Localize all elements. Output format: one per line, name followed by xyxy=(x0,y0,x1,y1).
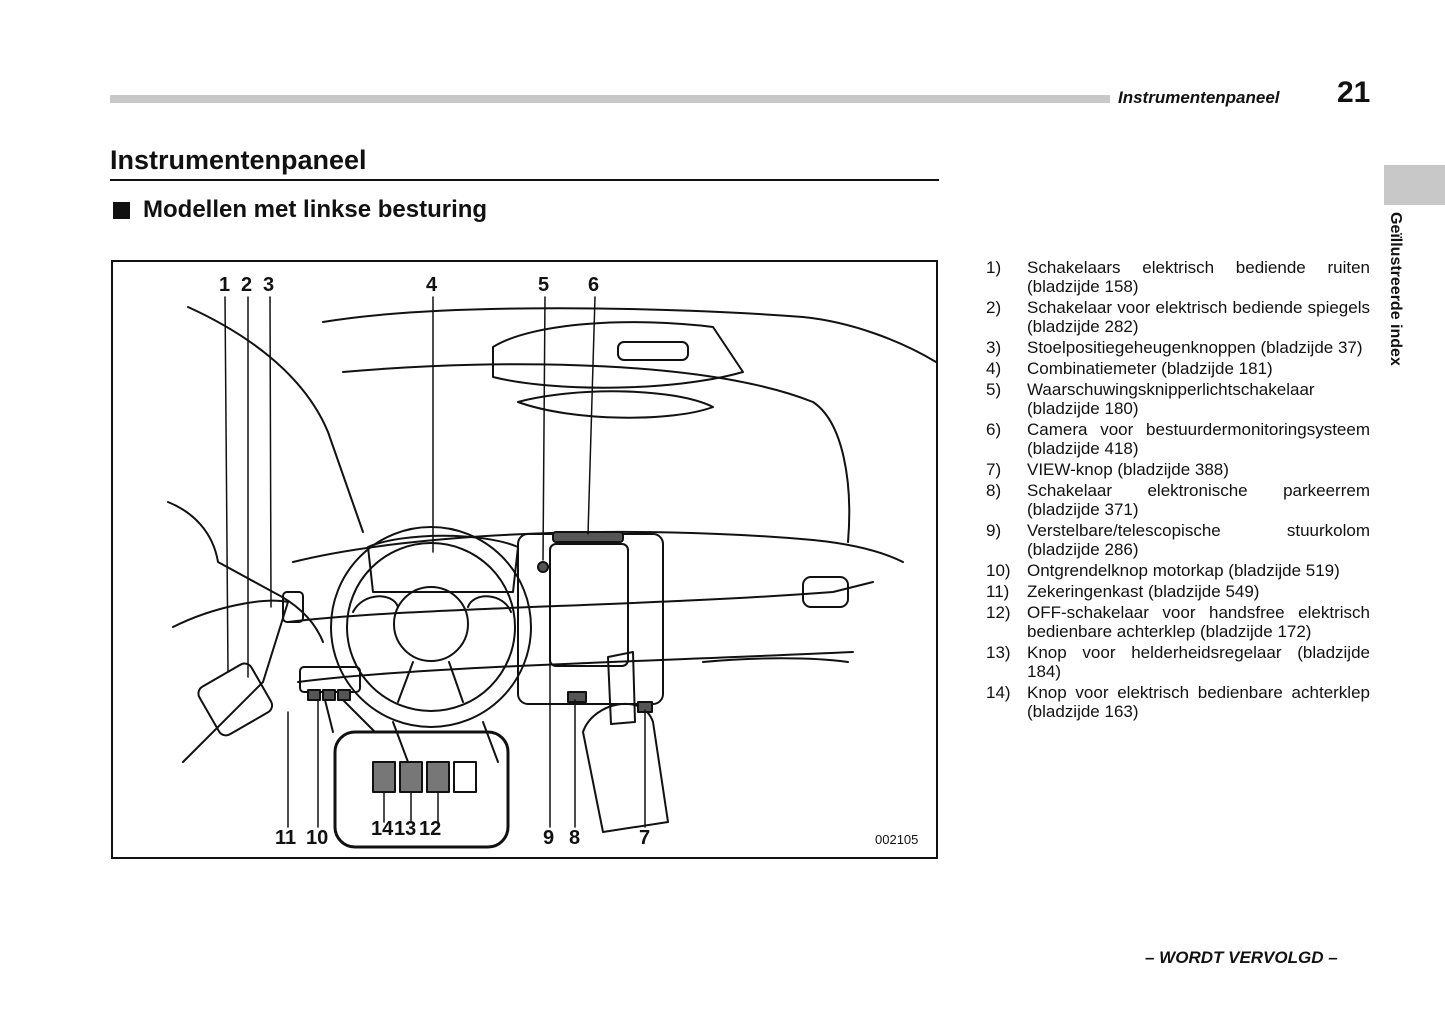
dashboard-mid xyxy=(287,581,874,623)
leader-6 xyxy=(587,296,596,535)
page-number: 21 xyxy=(1337,76,1371,109)
zoom-inset xyxy=(333,730,510,849)
steering-wheel-spokes xyxy=(352,595,512,703)
running-header: Instrumentenpaneel xyxy=(1118,88,1280,107)
page-title: Instrumentenpaneel xyxy=(110,145,367,175)
continued-notice: – WORDT VERVOLGD – xyxy=(1145,948,1338,967)
dashboard-drawing xyxy=(167,296,936,849)
legend-item: 12)OFF-schakelaar voor handsfree elektri… xyxy=(986,603,1370,641)
legend-item: 3)Stoelpositiegeheugenknoppen (bladzijde… xyxy=(986,338,1363,357)
leader-1 xyxy=(224,296,229,673)
header-rule xyxy=(110,95,1110,103)
legend-item: 6)Camera voor bestuurdermonitoringsystee… xyxy=(986,420,1370,458)
legend-item: 14)Knop voor elektrisch bedienbare achte… xyxy=(986,683,1370,721)
callout-11: 11 xyxy=(275,827,297,849)
window-switch-panel xyxy=(197,662,274,737)
steering-wheel-inner xyxy=(346,542,516,712)
callout-14: 14 xyxy=(371,818,394,840)
dashboard-illustration: 1 2 3 4 5 6 7 8 9 10 11 14 13 12 002105 xyxy=(111,260,938,859)
rear-view-mirror xyxy=(517,390,714,419)
center-console xyxy=(582,703,669,833)
center-screen xyxy=(549,543,629,667)
overhead-console xyxy=(492,321,744,389)
callout-5: 5 xyxy=(538,274,550,296)
lower-switch-a xyxy=(307,689,321,701)
windshield-lower xyxy=(342,363,851,543)
side-index-label-text: Geïllustreerde index xyxy=(1387,212,1404,366)
callout-6: 6 xyxy=(588,274,600,296)
legend-item: 9)Verstelbare/telescopische stuurkolom (… xyxy=(986,521,1370,559)
roof-line xyxy=(322,307,936,363)
component-legend: 1)Schakelaars elektrisch bediende ruiten… xyxy=(986,258,1370,723)
lower-switch-b xyxy=(322,689,336,701)
legend-item: 13)Knop voor helderheidsregelaar (bladzi… xyxy=(986,643,1370,681)
instrument-cluster xyxy=(367,534,519,593)
figure-code: 002105 xyxy=(875,832,919,847)
windshield-outline xyxy=(187,306,364,533)
legend-item: 5)Waarschuwingsknipperlichtschakelaar (b… xyxy=(986,380,1315,418)
lower-switch-c xyxy=(337,689,351,701)
right-vent xyxy=(802,576,849,608)
legend-item: 2)Schakelaar voor elektrisch bediende sp… xyxy=(986,298,1370,336)
leader-5 xyxy=(542,296,546,561)
legend-item: 11)Zekeringenkast (bladzijde 549) xyxy=(986,582,1260,601)
callout-7: 7 xyxy=(639,827,651,849)
legend-item: 10)Ontgrendelknop motorkap (bladzijde 51… xyxy=(986,561,1340,580)
side-index-label: Geïllustreerde index xyxy=(1384,212,1404,402)
inset-button-13 xyxy=(399,761,423,793)
legend-item: 7)VIEW-knop (bladzijde 388) xyxy=(986,460,1229,479)
callout-13: 13 xyxy=(394,818,417,840)
callout-9: 9 xyxy=(543,827,555,849)
side-index-tab[interactable] xyxy=(1384,165,1445,205)
square-bullet-icon xyxy=(113,201,130,219)
callout-12: 12 xyxy=(419,818,442,840)
section-subtitle: Modellen met linkse besturing xyxy=(113,196,487,224)
callout-8: 8 xyxy=(569,827,581,849)
left-vent xyxy=(282,591,304,623)
center-panel xyxy=(517,533,664,705)
legend-item: 1)Schakelaars elektrisch bediende ruiten… xyxy=(986,258,1370,296)
callout-10: 10 xyxy=(306,827,329,849)
hazard-button xyxy=(537,561,549,573)
inset-button-14 xyxy=(372,761,396,793)
parking-brake-switch xyxy=(567,691,587,703)
legend-item: 8)Schakelaar elektronische parkeerrem (b… xyxy=(986,481,1370,519)
callout-1: 1 xyxy=(219,274,231,296)
steering-wheel-hub xyxy=(393,586,469,662)
title-rule xyxy=(110,179,939,181)
callout-4: 4 xyxy=(426,274,438,296)
dashboard-top xyxy=(292,530,904,563)
callout-2: 2 xyxy=(241,274,253,296)
gear-shifter xyxy=(607,651,636,725)
pedals xyxy=(392,721,499,763)
dashboard-lower xyxy=(297,651,854,683)
inset-button-blank xyxy=(453,761,477,793)
callout-3: 3 xyxy=(263,274,275,296)
inset-button-12 xyxy=(426,761,450,793)
steering-wheel-outer xyxy=(330,526,532,728)
legend-item: 4)Combinatiemeter (bladzijde 181) xyxy=(986,359,1273,378)
door-panel xyxy=(172,599,289,763)
sun-visor-light xyxy=(617,341,689,361)
leader-3 xyxy=(269,296,272,608)
zoom-lines xyxy=(324,699,376,733)
glovebox xyxy=(702,657,849,663)
section-subtitle-text: Modellen met linkse besturing xyxy=(143,196,488,223)
